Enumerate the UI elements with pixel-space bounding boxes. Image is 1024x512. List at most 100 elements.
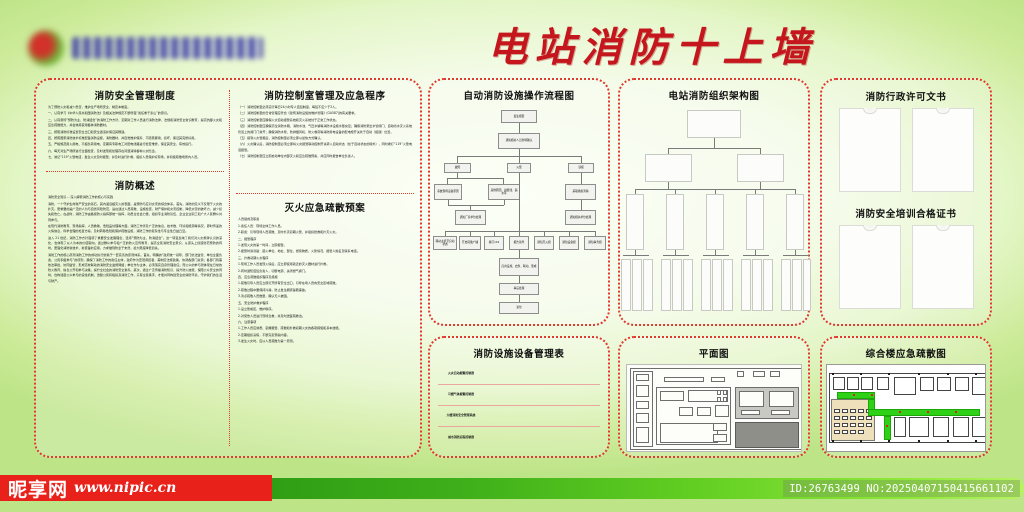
para: 3.发生火灾时，应以人员疏散为第一原则。 <box>238 339 296 344</box>
panel-floor-plan: 平面图 <box>618 336 810 458</box>
certificate-slot[interactable] <box>911 108 974 192</box>
para: 人员组成及职责 <box>238 217 260 222</box>
org-node-l4 <box>792 259 802 311</box>
row-value[interactable] <box>484 385 600 405</box>
org-link <box>783 255 809 256</box>
org-node-l4 <box>672 259 682 311</box>
para: 进入 21 世纪，消防工作方针强调了重要安全发展理念，坚持“预防为主、防消结合”… <box>48 235 222 251</box>
footer-watermark: 昵享网 www.nipic.cn ID:26763499 NO:20250407… <box>0 470 1024 512</box>
org-node-l4 <box>683 259 693 311</box>
org-node-l3 <box>626 194 644 250</box>
para: 三、扑救初期火灾程序 <box>238 255 269 260</box>
body-fire-safety-system: 为了预防火灾和减少危害，维护生产场所安全，制定本制度。 一、认真学习《中华人民共… <box>42 102 228 160</box>
para: （三）消防控制室应确保火灾自动报警系统和灭火系统处于正常工作状态。 <box>238 117 339 122</box>
row-label: 火灾自动报警控制器 <box>447 371 474 376</box>
para: 1.疏散引导人员应立即打开所有安全出口，引导在场人员向安全区域疏散。 <box>238 281 339 286</box>
org-link <box>715 189 716 194</box>
org-link <box>675 250 676 255</box>
org-link <box>668 182 669 189</box>
flow-link <box>445 231 446 236</box>
panel-regulations: 消防安全管理制度 为了预防火灾和减少危害，维护生产场所安全，制定本制度。 一、认… <box>34 78 422 458</box>
org-link <box>663 255 689 256</box>
certificate-slot[interactable] <box>838 225 901 309</box>
flowchart-title: 自动消防设施操作流程图 <box>463 91 575 102</box>
floor-plan-drawing <box>626 364 802 452</box>
org-node-l4 <box>723 259 733 311</box>
section-divider <box>46 171 224 173</box>
floor-plan-title: 平面图 <box>698 349 730 360</box>
para: 2.疏散过程中要保持冷静，防止发生拥挤踩踏事故。 <box>238 287 308 292</box>
para: 消防，一个守护生命财产安全的基石，其内涵远超灭火的表面，是预防与应对灾害的综合体… <box>48 201 222 222</box>
para: 2.定期组织演练，不断完善预案内容。 <box>238 332 290 337</box>
table-row[interactable]: 城市消防远程控制器 <box>438 427 600 448</box>
para: 消防安全知识 -- 深入解索消防工作的核心与实践 <box>48 195 114 200</box>
org-link <box>755 189 756 194</box>
para: 二、报警程序 <box>238 236 257 241</box>
flow-link <box>519 250 520 258</box>
flow-link <box>581 156 582 163</box>
flow-node-post-handling: 事后处理 <box>499 283 539 295</box>
flow-node-false-alarm: 误报 <box>568 163 594 173</box>
watermark-url: www.nipic.cn <box>74 480 177 496</box>
table-row[interactable]: 大楼消防安全管理系统 <box>438 406 600 427</box>
row-value[interactable] <box>484 406 600 426</box>
training-cert-title: 消防安全培训合格证书 <box>855 209 957 220</box>
para: 1.现场工作人员发现火情后，应立即使用就近的灭火器材进行扑救。 <box>238 262 330 267</box>
para: 3.清点疏散人员数量，确认无人被困。 <box>238 294 290 299</box>
para: 六、每天对生产场所进行全面检查，及时发现和处理存在问题消除各种火灾隐患。 <box>48 148 158 153</box>
para: 四、应急疏散组织程序及措施 <box>238 275 278 280</box>
row-value[interactable] <box>484 427 600 448</box>
asset-id-label: ID:26763499 NO:20250407150415661102 <box>783 480 1020 497</box>
section-title-fire-safety-system: 消防安全管理制度 <box>94 91 176 102</box>
flow-link <box>457 156 458 163</box>
column-right: 消防控制室管理及应急程序 （一）消防控制室必须实行每日24小时专人值班制度，每班… <box>232 88 418 346</box>
section-title-evac-plan: 灭火应急疏散预案 <box>284 203 366 215</box>
flow-node-report-leader: 报告领导 <box>509 236 529 250</box>
para: （七）消防控制室应立即启动单位内部灭火和应急疏散预案，并应同时报告单位负责人。 <box>238 154 357 158</box>
training-slot-group <box>822 225 990 309</box>
panel-org-chart: 电站消防组织架构图 <box>618 78 811 326</box>
para: （二）消防控制室的日常管理应符合《建筑消防设施的维护管理》(GA587)的有关要… <box>238 111 358 116</box>
org-node-l4 <box>712 259 722 311</box>
org-link <box>743 255 769 256</box>
flow-node-notify-equip-team: 通知设备组 <box>559 236 579 250</box>
flow-link <box>581 173 582 184</box>
flow-node-notify-fire-team: 通知灭火组 <box>534 236 554 250</box>
flow-node-reset: 复位 <box>499 302 539 314</box>
flow-link <box>470 205 471 210</box>
para: （一）消防控制室必须实行每日24小时专人值班制度，每班不应少于2人。 <box>238 105 339 109</box>
para: 2.职责：引导现场人员疏散、及时扑灭初期火警、并组织抢救和扑灭火灾。 <box>238 230 339 235</box>
org-node-l2 <box>645 154 692 182</box>
org-node-l3 <box>706 194 724 250</box>
org-node-l3 <box>746 194 764 250</box>
certificate-slot[interactable] <box>838 108 901 192</box>
org-node-l3 <box>786 194 804 250</box>
org-node-l3 <box>666 194 684 250</box>
row-value[interactable] <box>484 364 600 384</box>
org-link <box>703 255 729 256</box>
flow-link <box>519 156 520 163</box>
flow-link <box>504 200 505 205</box>
flow-link <box>503 178 504 184</box>
flow-link <box>519 173 520 231</box>
flow-link <box>519 295 520 302</box>
org-link <box>760 182 761 189</box>
body-control-room: （一）消防控制室必须实行每日24小时专人值班制度，每班不应少于2人。 （二）消防… <box>232 102 418 159</box>
equipment-table: 火灾自动报警控制器 可燃气体报警控制器 大楼消防安全管理系统 城市消防远程控制器 <box>430 360 608 448</box>
para: 2.报警时讲清楚：起火单位、地址、部位、燃烧物质、火势情况、报警人姓名及联系电话… <box>238 249 360 254</box>
table-row[interactable]: 可燃气体报警控制器 <box>438 385 600 406</box>
watermark-brand: 昵享网 www.nipic.cn <box>0 475 272 501</box>
org-link <box>714 138 715 148</box>
flowchart-diagram: 发生报警 通知相关人员到场确认 故障 火警 误报 系统现场设备原因 其他原因，如… <box>430 104 608 316</box>
org-link <box>795 250 796 255</box>
logo-wordmark-redacted <box>72 37 263 59</box>
org-node-l4 <box>781 259 791 311</box>
evac-map-drawing <box>826 364 986 452</box>
org-link <box>715 250 716 255</box>
flow-node-notify-vendor: 通知厂家单位处理 <box>455 210 486 225</box>
certificate-slot[interactable] <box>911 225 974 309</box>
flow-node-notify-confirm: 通知相关人员到场确认 <box>498 133 540 149</box>
table-row[interactable]: 火灾自动报警控制器 <box>438 364 600 385</box>
para: 一、认真学习《中华人民共和国消防法》及相关法律规定不断增强“责任重于泰山”的意识… <box>48 111 170 116</box>
evac-map-title: 综合楼应急疏散图 <box>865 349 947 360</box>
